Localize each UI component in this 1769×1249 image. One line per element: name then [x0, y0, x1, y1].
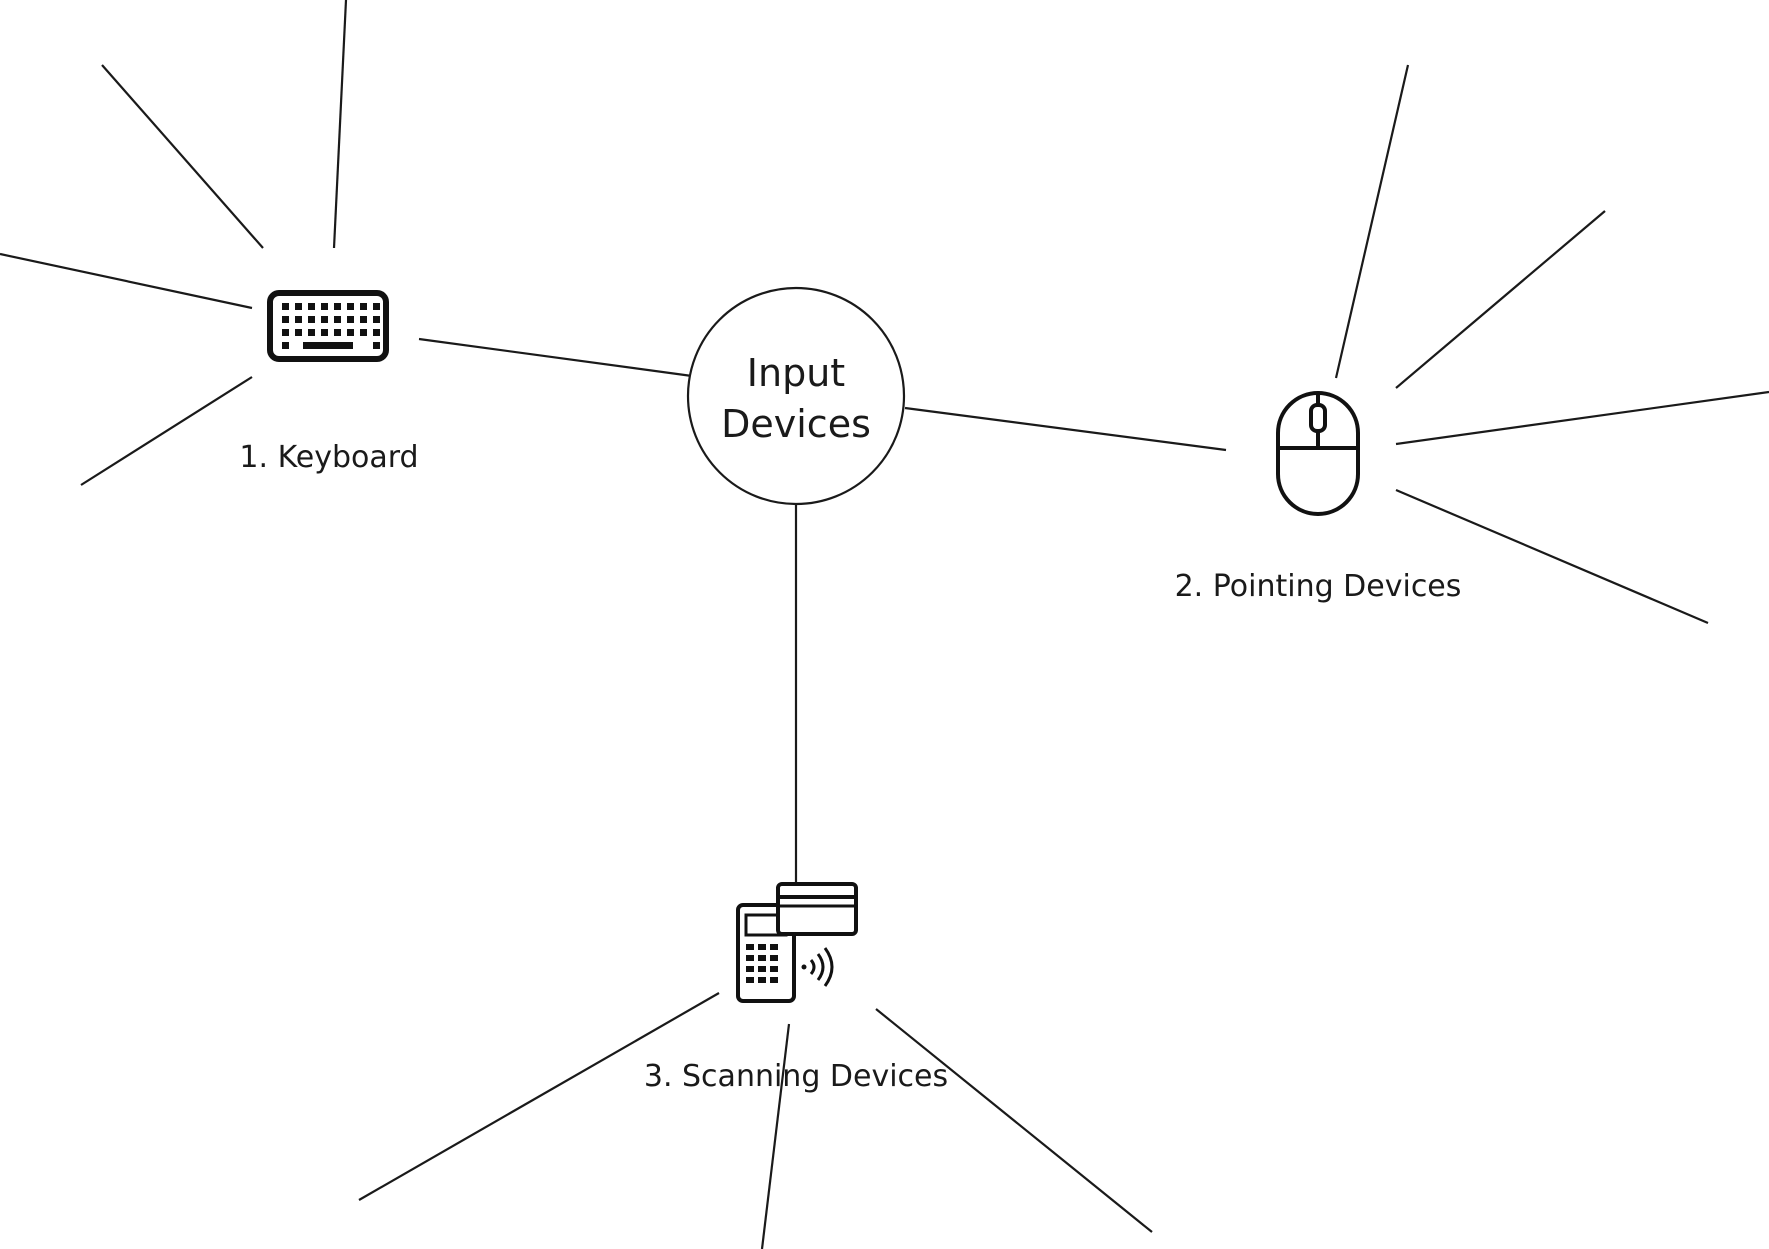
mouse-icon: [1276, 391, 1360, 516]
node-label-scanning-devices: 3. Scanning Devices: [644, 1059, 948, 1094]
scanning-branches: [358, 992, 1153, 1249]
pointing-branch-line: [1395, 390, 1769, 446]
keyboard-branch-line: [332, 0, 348, 249]
node-scanning-devices[interactable]: 3. Scanning Devices: [644, 882, 948, 1094]
node-keyboard[interactable]: 1. Keyboard: [239, 290, 419, 475]
pointing-branches: [1334, 64, 1769, 625]
pointing-branch-line: [1395, 488, 1709, 625]
node-pointing-devices[interactable]: 2. Pointing Devices: [1175, 391, 1462, 604]
pointing-branch-line: [1395, 210, 1606, 389]
keyboard-branch-line: [0, 252, 253, 310]
node-label-keyboard: 1. Keyboard: [239, 440, 418, 475]
edge-hub-keyboard: [418, 337, 693, 378]
contactless-payment-terminal-icon: [736, 882, 858, 1003]
scanning-branch-line: [358, 992, 720, 1201]
scanning-branch-line: [760, 1023, 791, 1249]
hub-title-line2: Devices: [721, 402, 871, 446]
keyboard-branches: [0, 0, 348, 486]
scanning-branch-line: [875, 1008, 1153, 1233]
keyboard-icon: [267, 290, 389, 362]
edge-hub-pointing: [904, 406, 1227, 452]
hub-node[interactable]: Input Devices: [686, 286, 906, 506]
node-label-pointing-devices: 2. Pointing Devices: [1175, 569, 1462, 604]
hub-title-line1: Input: [747, 351, 845, 395]
hub-connectors: [418, 337, 1227, 882]
pointing-branch-line: [1334, 64, 1410, 379]
hub-circle: [686, 286, 906, 506]
keyboard-branch-line: [101, 64, 264, 249]
keyboard-branch-line: [80, 376, 253, 486]
